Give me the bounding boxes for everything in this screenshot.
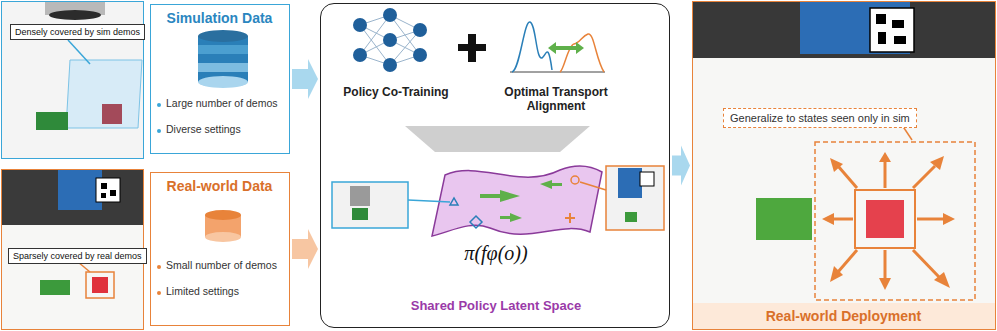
sim-robot-foot xyxy=(49,10,101,20)
component-label: Optimal Transport Alignment xyxy=(496,86,616,114)
bullet-dot xyxy=(157,103,161,107)
data-box: Real-world DataSmall number of demosLimi… xyxy=(150,172,290,326)
deployment-panel: Real-world Deployment Generalize to state… xyxy=(692,1,996,330)
sim-image-panel: Densely covered by sim demos xyxy=(1,1,144,159)
flow-arrow xyxy=(672,146,690,186)
sim-database-icon xyxy=(198,30,248,88)
green-block xyxy=(36,112,68,130)
flow-arrow xyxy=(292,59,318,99)
bullet-dot xyxy=(157,265,161,269)
bullet-text: Large number of demos xyxy=(166,97,277,109)
real-robot-arm xyxy=(58,170,102,210)
panel-label: Densely covered by sim demos xyxy=(10,24,145,40)
plus-symbol xyxy=(458,34,486,62)
bullet-row: Large number of demos xyxy=(155,97,285,109)
deploy-robot-bg xyxy=(693,1,996,61)
policy-formula: π(fφ(o)) xyxy=(431,242,561,265)
merge-arrow xyxy=(405,126,590,152)
distribution-plot xyxy=(510,22,605,72)
bullet-row: Diverse settings xyxy=(155,123,285,135)
generalize-region xyxy=(815,142,975,300)
april-tag xyxy=(870,8,914,52)
bullet-row: Small number of demos xyxy=(155,259,285,271)
method-box: Policy Co-Training Optimal Transport Alig… xyxy=(320,3,670,328)
network-icon xyxy=(360,15,420,65)
bullet-dot xyxy=(157,291,161,295)
real-coverage-region xyxy=(855,190,915,248)
box-title: Simulation Data xyxy=(151,10,288,26)
data-box: Simulation DataLarge number of demosDive… xyxy=(150,4,290,154)
deploy-table xyxy=(693,58,996,303)
red-block xyxy=(92,277,108,293)
bullet-text: Limited settings xyxy=(166,285,239,297)
real-table xyxy=(1,225,144,330)
network-nodes xyxy=(353,8,427,72)
leader-line xyxy=(68,40,90,64)
april-tag xyxy=(96,178,120,202)
sim-coverage-region xyxy=(66,60,142,128)
callout-text: Generalize to states seen only in sim xyxy=(730,112,910,124)
latent-surface xyxy=(432,166,602,236)
green-block xyxy=(756,198,812,240)
box-title: Real-world Data xyxy=(151,178,288,194)
real-coverage-region xyxy=(86,272,114,298)
red-block xyxy=(866,200,904,238)
bullet-row: Limited settings xyxy=(155,285,285,297)
panel-label: Sparsely covered by real demos xyxy=(8,248,147,264)
real-inset xyxy=(606,166,664,230)
component-label: Policy Co-Training xyxy=(336,86,456,100)
real-image-panel: Sparsely covered by real demos xyxy=(1,169,144,330)
bullet-text: Small number of demos xyxy=(166,259,277,271)
flow-arrow xyxy=(292,229,318,269)
real-database-icon xyxy=(205,210,241,242)
callout-box: Generalize to states seen only in sim xyxy=(723,108,917,128)
latent-space-label: Shared Policy Latent Space xyxy=(391,298,601,313)
red-block xyxy=(102,104,122,124)
title-band xyxy=(693,303,996,330)
green-block xyxy=(40,280,70,295)
radiating-arrows xyxy=(822,152,955,290)
bullet-text: Diverse settings xyxy=(166,123,241,135)
bullet-dot xyxy=(157,129,161,133)
sim-inset xyxy=(332,182,408,228)
panel-title: Real-world Deployment xyxy=(693,308,994,324)
